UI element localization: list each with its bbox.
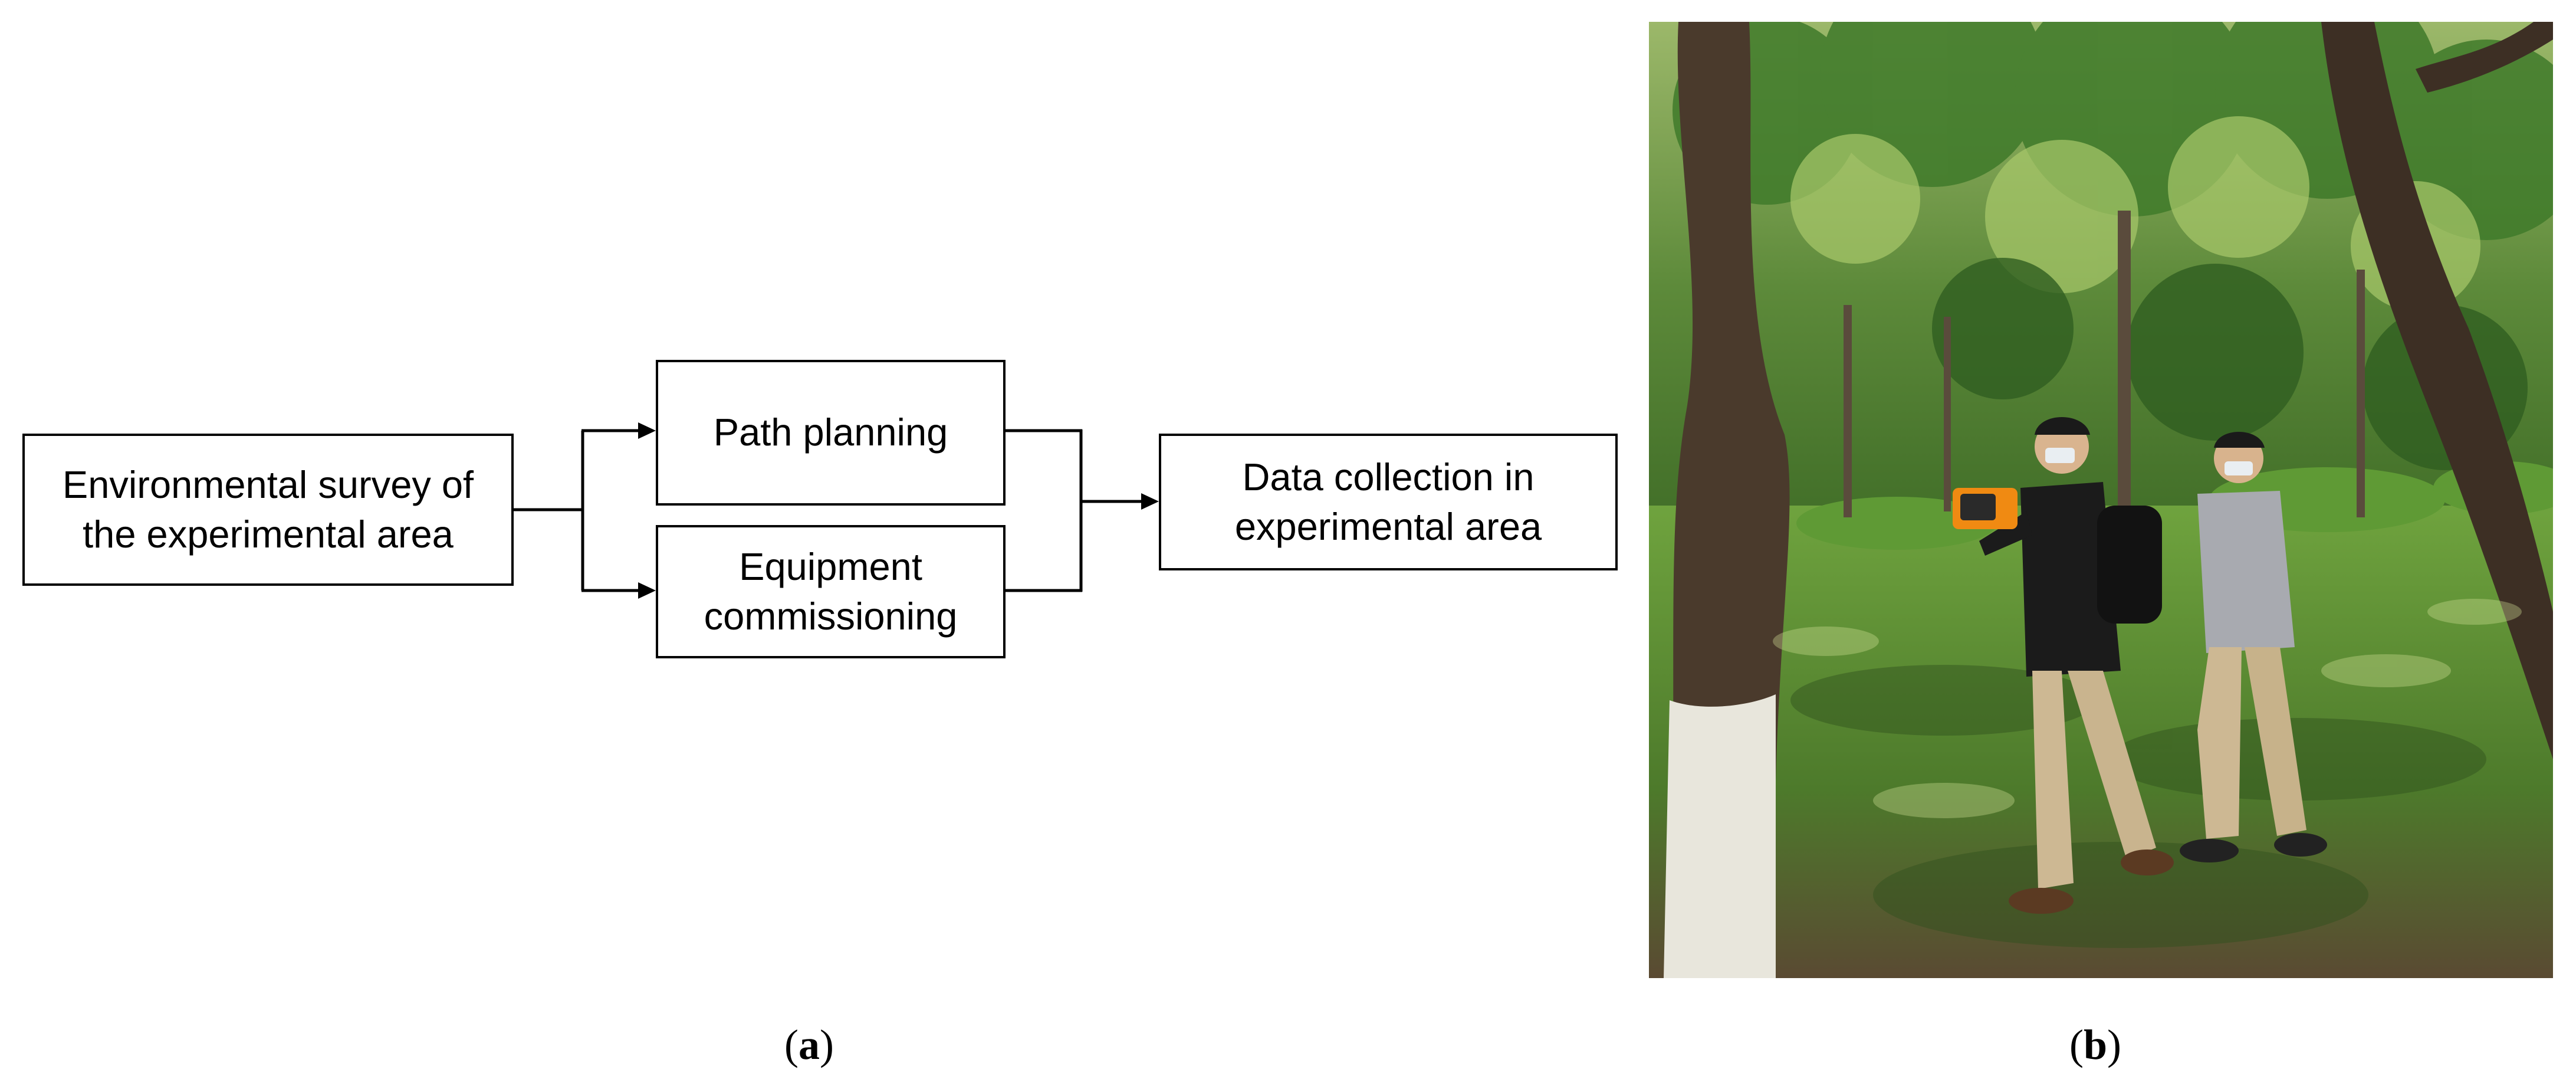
panel-label-a: (a) [784, 1021, 834, 1068]
arrowhead-path-planning [638, 422, 656, 439]
node-path-planning: Path planning [656, 360, 1006, 506]
field-photo [1649, 22, 2553, 978]
arrowhead-data-collection [1141, 493, 1159, 510]
panel-label-b: (b) [2069, 1021, 2122, 1068]
field-photo-illustration [1649, 22, 2553, 978]
person-operator [1953, 417, 2174, 914]
node-equipment-commissioning: Equipment commissioning [656, 525, 1006, 658]
panel-label-a-letter: a [798, 1021, 820, 1068]
panel-label-b-letter: b [2083, 1021, 2108, 1068]
node-data-collection: Data collection in experimental area [1159, 434, 1618, 570]
arrowhead-equipment [638, 582, 656, 599]
node-environmental-survey: Environmental survey of the experimental… [22, 434, 514, 586]
person-companion [2180, 432, 2327, 862]
